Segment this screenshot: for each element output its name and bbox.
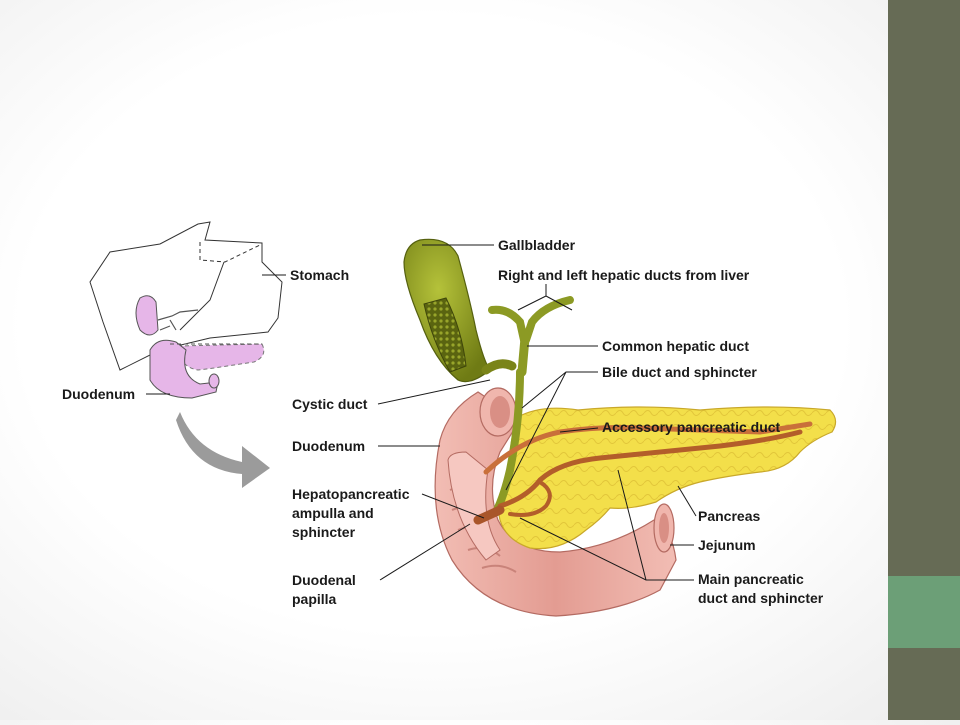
label-pancreas: Pancreas — [698, 508, 760, 524]
accessory-pancreatic-duct — [483, 421, 813, 475]
label-duodenum-inset: Duodenum — [62, 386, 135, 402]
main-pancreatic-duct — [497, 429, 803, 509]
label-cystic-duct: Cystic duct — [292, 396, 368, 412]
leader-ampulla — [421, 493, 485, 519]
common-hepatic-duct — [517, 333, 530, 377]
anatomy-diagram: Gallbladder Right and left hepatic ducts… — [62, 221, 837, 617]
label-ampulla-line3: sphincter — [292, 524, 356, 540]
gallbladder-cut-section — [423, 297, 467, 373]
label-bile-duct: Bile duct and sphincter — [602, 364, 757, 380]
label-jejunum: Jejunum — [698, 537, 756, 553]
stomach-outline — [199, 242, 263, 263]
leader-main-duct — [519, 469, 694, 581]
label-accessory-pancreatic-duct: Accessory pancreatic duct — [602, 419, 781, 435]
jejunum-lumen — [659, 513, 669, 543]
right-hepatic-duct — [488, 305, 528, 344]
label-main-pancreatic-duct-line1: Main pancreatic — [698, 571, 804, 587]
leader-bile-duct — [505, 371, 598, 491]
main-duct-branch — [508, 480, 552, 517]
label-common-hepatic-duct: Common hepatic duct — [602, 338, 749, 354]
inset-gallbladder — [135, 295, 159, 336]
duodenum-upper-lumen — [490, 396, 510, 428]
label-main-pancreatic-duct-line2: duct and sphincter — [698, 590, 824, 606]
ampulla — [473, 505, 505, 525]
label-ampulla-line2: ampulla and — [292, 505, 374, 521]
cystic-duct — [481, 359, 517, 375]
common-bile-duct — [492, 368, 524, 516]
duodenum — [434, 387, 677, 617]
label-papilla-line2: papilla — [292, 591, 337, 607]
left-hepatic-duct — [522, 296, 574, 344]
zoom-arrow — [176, 412, 270, 488]
slide-sidebar-accent — [888, 576, 960, 648]
label-duodenum-main: Duodenum — [292, 438, 365, 454]
ducts — [473, 296, 813, 525]
duodenum-cut-interior — [447, 451, 501, 561]
label-hepatic-ducts: Right and left hepatic ducts from liver — [498, 267, 750, 283]
label-ampulla-line1: Hepatopancreatic — [292, 486, 410, 502]
leader-papilla — [379, 523, 471, 581]
inset-drawing — [89, 221, 283, 399]
label-stomach: Stomach — [290, 267, 349, 283]
inset-pancreas — [177, 343, 265, 371]
leader-pancreas — [677, 485, 697, 517]
anatomy-figure: Gallbladder Right and left hepatic ducts… — [62, 221, 837, 617]
leader-accessory-duct — [559, 427, 599, 433]
inset-ducts — [157, 309, 199, 331]
gallbladder — [403, 238, 491, 383]
inset-duodenum — [149, 339, 219, 399]
stomach-outline-lower — [179, 261, 225, 331]
label-papilla-line1: Duodenal — [292, 572, 356, 588]
label-gallbladder: Gallbladder — [498, 237, 576, 253]
leader-cystic-duct — [377, 379, 491, 405]
inset-jejunum-end — [208, 373, 220, 389]
liver-outline — [89, 221, 283, 371]
leader-hepatic-ducts — [517, 284, 573, 311]
